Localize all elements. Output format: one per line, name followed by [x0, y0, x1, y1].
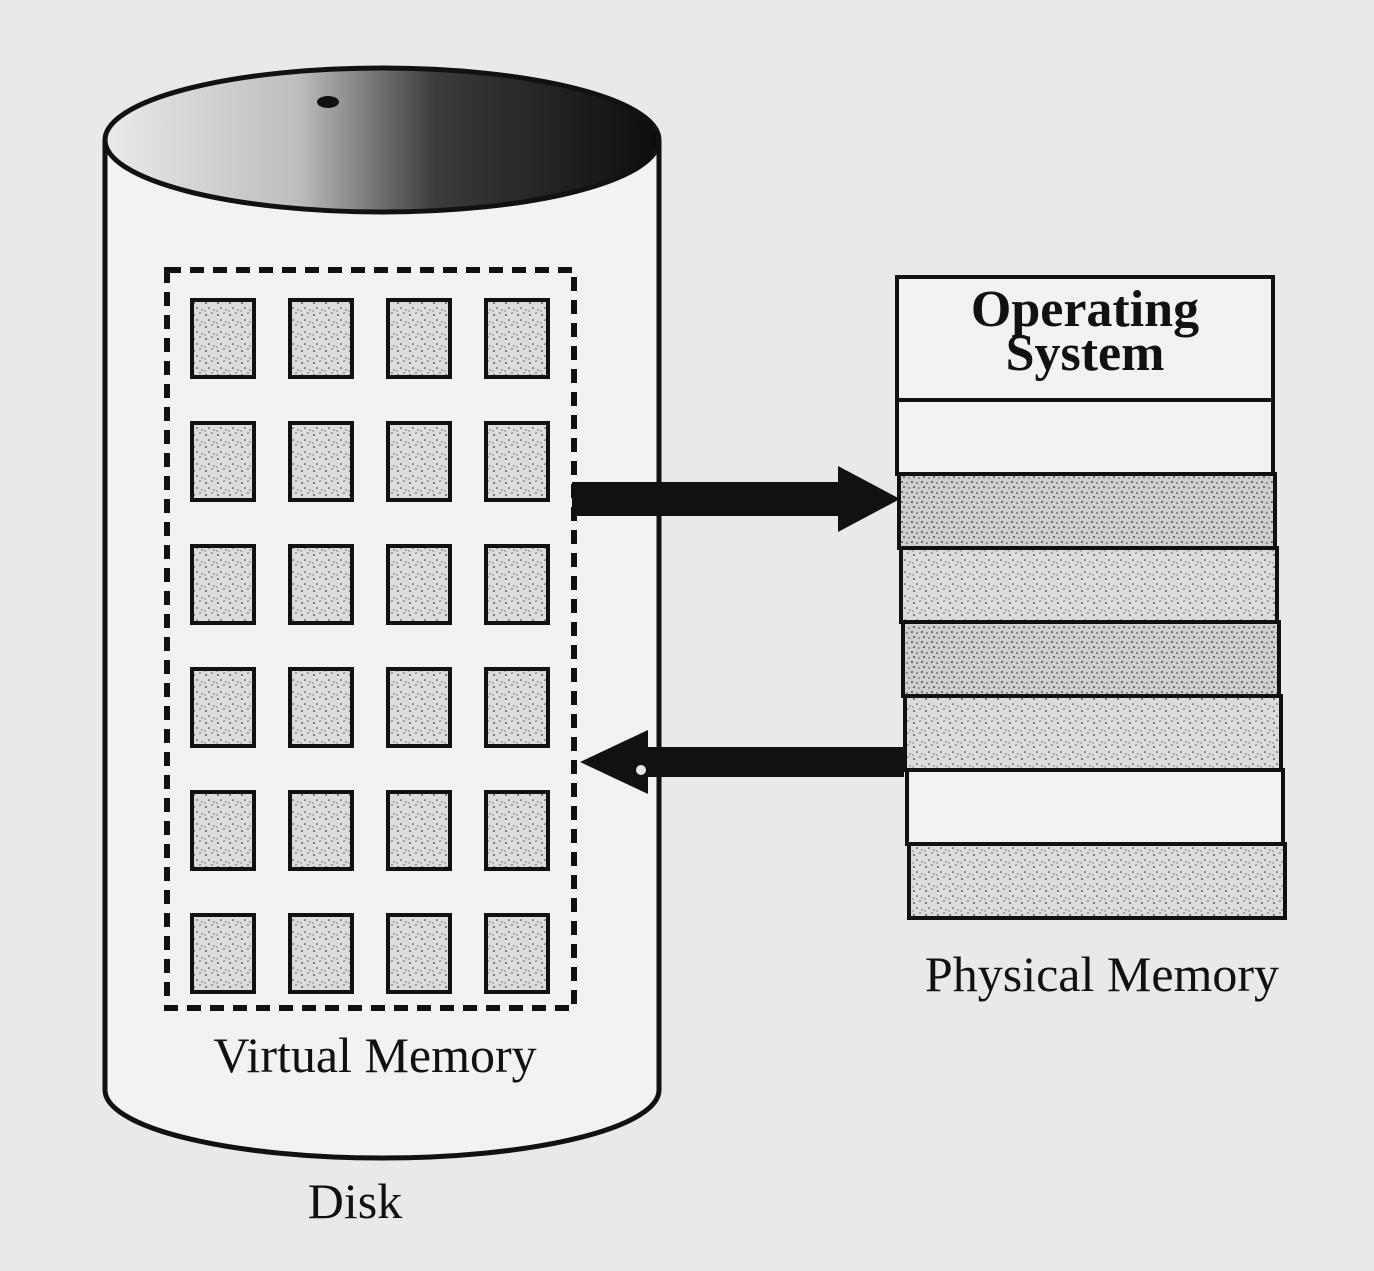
virtual-page: [190, 421, 256, 502]
virtual-page: [386, 544, 452, 625]
disk-body: [102, 140, 662, 1161]
virtual-page: [288, 913, 354, 994]
page-out-arrow: [580, 730, 904, 794]
memory-frame: [897, 472, 1277, 550]
operating-system-frame: [895, 275, 1275, 402]
memory-frame: [907, 842, 1287, 920]
virtual-page: [484, 913, 550, 994]
physical-memory-label: Physical Memory: [924, 946, 1280, 1002]
virtual-page: [288, 544, 354, 625]
virtual-page: [190, 913, 256, 994]
memory-frame: [899, 546, 1279, 624]
virtual-page: [190, 298, 256, 379]
virtual-memory-region: [164, 267, 577, 1011]
virtual-page: [190, 790, 256, 871]
virtual-memory-label: Virtual Memory: [213, 1027, 537, 1083]
virtual-page: [484, 667, 550, 748]
disk-top: [102, 65, 662, 215]
virtual-page-grid: [190, 298, 550, 994]
virtual-page: [484, 544, 550, 625]
physical-memory-block: [895, 275, 1287, 920]
virtual-page: [386, 790, 452, 871]
memory-frame: [901, 620, 1281, 698]
virtual-page: [484, 421, 550, 502]
disk-cylinder: [102, 65, 662, 1161]
virtual-page: [386, 667, 452, 748]
virtual-page: [190, 667, 256, 748]
virtual-page: [288, 790, 354, 871]
virtual-page: [190, 544, 256, 625]
virtual-page: [484, 298, 550, 379]
virtual-page: [386, 298, 452, 379]
virtual-page: [386, 421, 452, 502]
virtual-page: [484, 790, 550, 871]
disk-label: Disk: [307, 1173, 403, 1229]
memory-frame: [895, 398, 1275, 476]
virtual-page: [288, 298, 354, 379]
virtual-page: [288, 667, 354, 748]
virtual-page: [288, 421, 354, 502]
memory-frame: [905, 768, 1285, 846]
disk-spindle: [317, 96, 339, 108]
memory-frame: [903, 694, 1283, 772]
page-in-arrow: [572, 466, 900, 532]
operating-system-label: Operating System: [970, 281, 1200, 382]
virtual-page: [386, 913, 452, 994]
